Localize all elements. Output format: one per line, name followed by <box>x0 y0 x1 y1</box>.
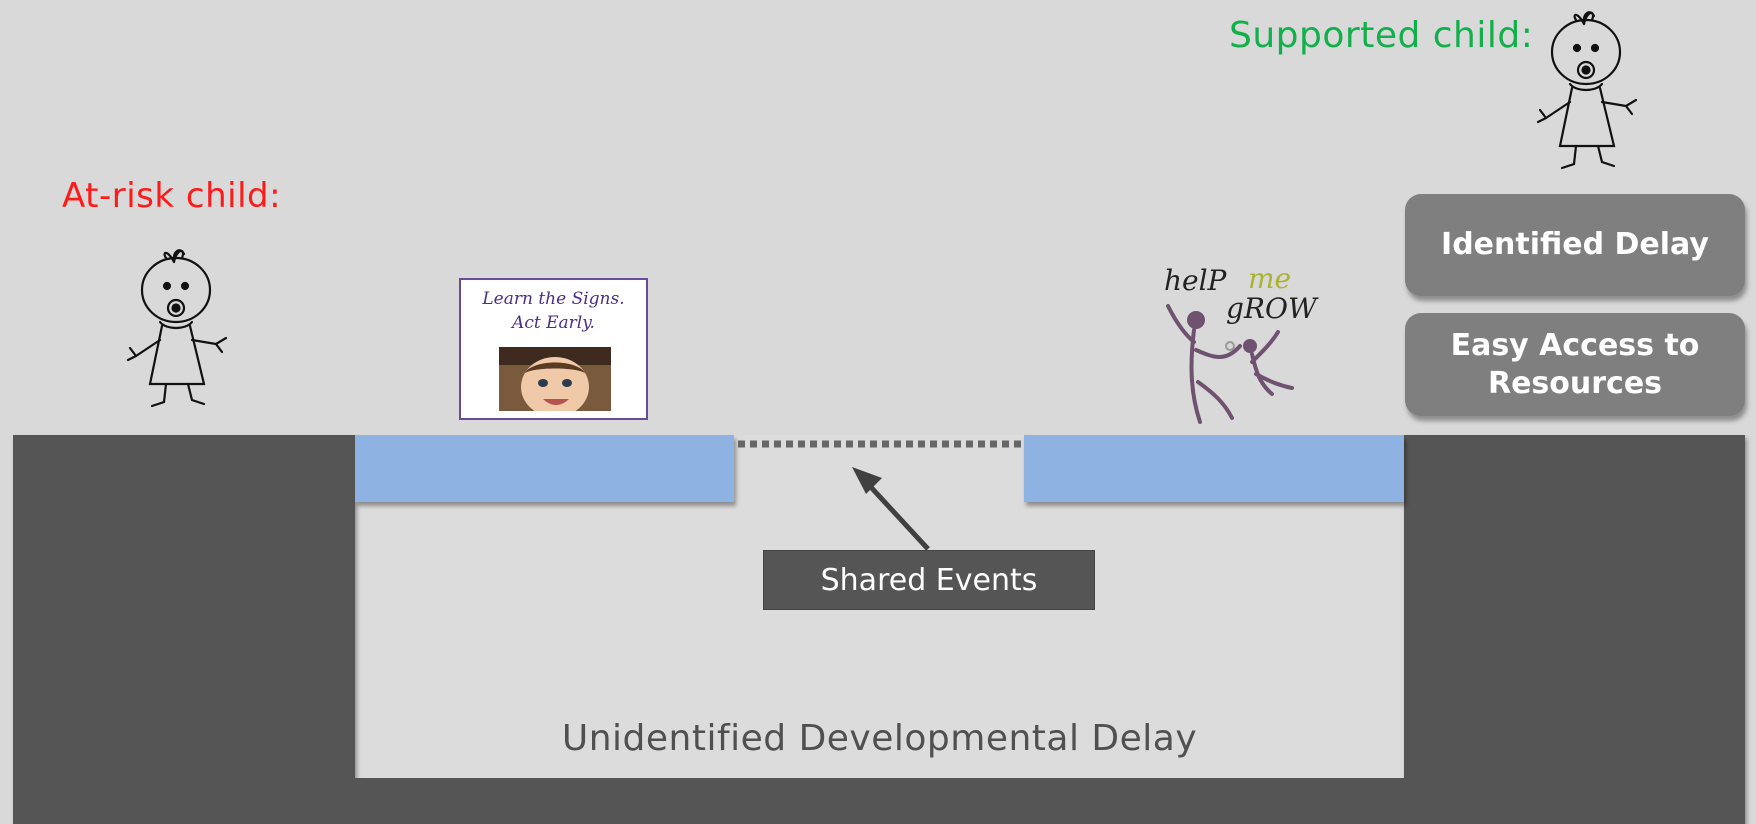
bridge-right <box>1024 435 1404 502</box>
help-me-grow-figures-icon <box>1166 304 1294 424</box>
learn-the-signs-poster: Learn the Signs. Act Early. <box>459 278 648 420</box>
child-drawing-icon <box>126 249 228 408</box>
baby-photo-icon <box>499 347 611 411</box>
ground-left <box>13 435 355 824</box>
logo-help-text: helP <box>1164 264 1227 297</box>
child-drawing-icon <box>1536 11 1638 170</box>
ground-right <box>1404 435 1745 824</box>
pit-label: Unidentified Developmental Delay <box>561 718 1198 759</box>
poster-text: Learn the Signs. Act Early. <box>461 288 646 336</box>
shared-events-box: Shared Events <box>763 550 1095 610</box>
arrow-icon <box>852 467 930 551</box>
bridge-left <box>355 435 734 502</box>
identified-delay-tile: Identified Delay <box>1405 194 1745 296</box>
poster-line-1: Learn the Signs. <box>482 289 625 309</box>
supported-child-label: Supported child: <box>1229 15 1534 56</box>
poster-line-2: Act Early. <box>512 312 595 333</box>
logo-me-text: me <box>1248 262 1292 295</box>
logo-grow-text: gROW <box>1226 292 1317 325</box>
help-me-grow-logo: helP me gROW <box>1160 262 1320 432</box>
ground-bottom <box>355 778 1404 824</box>
easy-access-tile: Easy Access to Resources <box>1405 313 1745 416</box>
at-risk-child-label: At-risk child: <box>62 176 282 216</box>
